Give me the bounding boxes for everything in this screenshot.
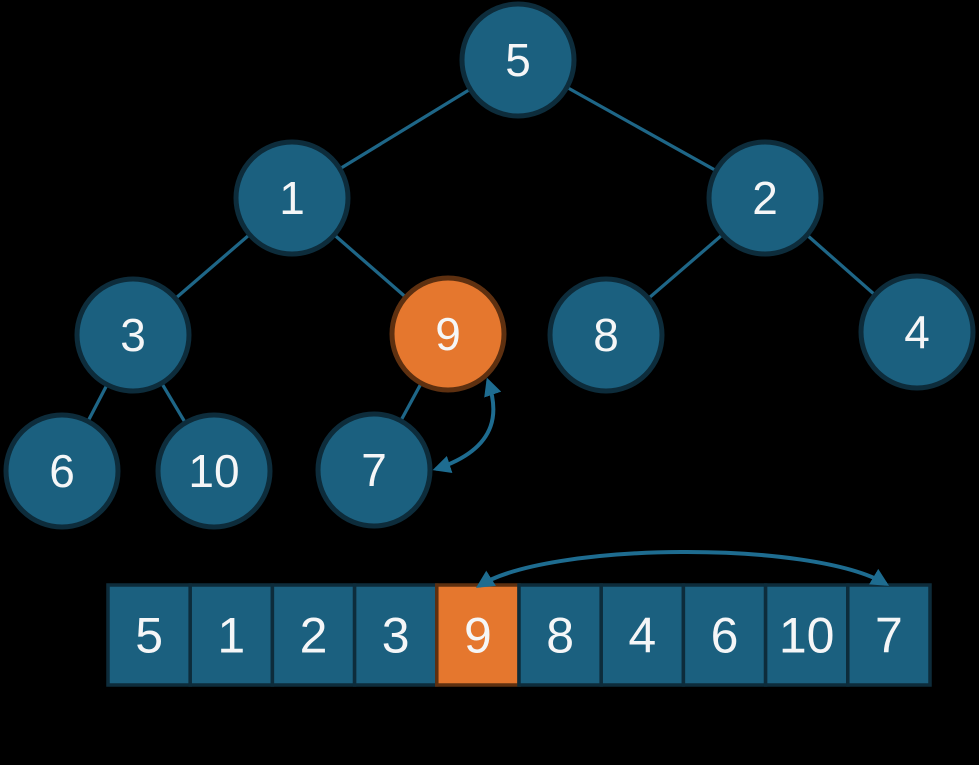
array-cell-label-4: 9 xyxy=(464,608,492,664)
tree-node-label-10: 10 xyxy=(188,445,239,497)
tree-node-1 xyxy=(233,139,351,257)
tree-node-10 xyxy=(155,412,273,530)
tree-node-label-4: 4 xyxy=(904,306,930,358)
tree-node-8 xyxy=(547,276,665,394)
array-cell-label-5: 8 xyxy=(546,608,574,664)
tree-node-label-3: 3 xyxy=(120,309,146,361)
array-cell-3 xyxy=(352,583,439,687)
tree-node-label-7: 7 xyxy=(361,444,387,496)
tree-node-5 xyxy=(459,1,577,119)
array-cell-9 xyxy=(846,583,932,687)
array-cell-0 xyxy=(106,583,192,687)
array-cell-label-9: 7 xyxy=(875,608,903,664)
array-cell-label-8: 10 xyxy=(779,608,835,664)
array-cell-label-2: 2 xyxy=(300,608,328,664)
tree-node-label-1: 1 xyxy=(279,172,305,224)
tree-node-label-9: 9 xyxy=(435,308,461,360)
tree-node-4 xyxy=(858,273,976,391)
array-cell-label-6: 4 xyxy=(628,608,656,664)
array-cell-7 xyxy=(681,583,768,687)
tree-node-2 xyxy=(706,139,824,257)
tree-node-label-8: 8 xyxy=(593,309,619,361)
tree-node-label-5: 5 xyxy=(505,34,531,86)
array-cell-label-0: 5 xyxy=(135,608,163,664)
array-cell-label-3: 3 xyxy=(382,608,410,664)
array-cell-label-1: 1 xyxy=(217,608,245,664)
array-swap-arrow-4-9 xyxy=(475,550,890,588)
tree-node-7 xyxy=(315,411,433,529)
tree-swap-arrow-9-7 xyxy=(432,377,502,474)
array-cell-label-7: 6 xyxy=(711,608,739,664)
tree-node-label-2: 2 xyxy=(752,172,778,224)
tree-node-6 xyxy=(3,412,121,530)
array-cell-2 xyxy=(270,583,357,687)
tree-node-label-6: 6 xyxy=(49,445,75,497)
array-cell-6 xyxy=(599,583,686,687)
tree-node-3 xyxy=(74,276,192,394)
